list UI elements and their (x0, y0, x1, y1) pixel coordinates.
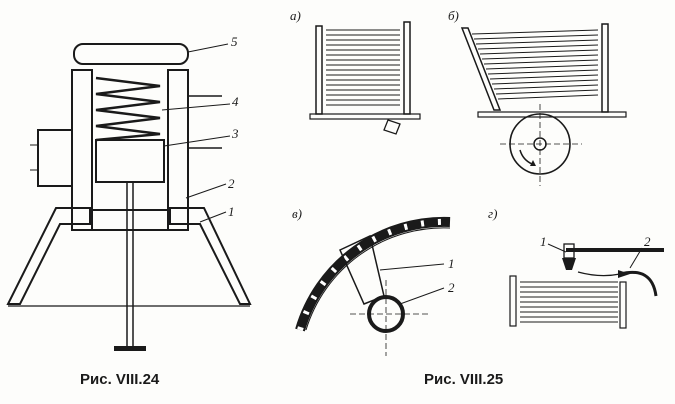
figure-25v-drawing (295, 216, 451, 356)
piston-part (95, 139, 165, 183)
fig24-caption: Рис. VIII.24 (80, 371, 160, 388)
rod-foot (114, 346, 146, 351)
body-right-wall (167, 69, 189, 231)
figure-25a-drawing (309, 21, 421, 135)
body-bottom (91, 209, 169, 231)
fig25-panel-g-label: г) (488, 206, 497, 221)
fig24-callout-2: 2 (228, 176, 235, 191)
fig25g-callout-2: 2 (644, 234, 651, 249)
figure-25g-drawing (509, 243, 664, 329)
spring-part (95, 76, 161, 142)
fig25v-callout-2: 2 (448, 280, 455, 295)
piston-rod (126, 181, 134, 349)
figure-24-drawing (6, 43, 252, 351)
fig24-callout-4: 4 (232, 94, 239, 109)
fig25-panel-a-label: а) (290, 8, 301, 23)
fig24-callout-5: 5 (231, 34, 238, 49)
cone-left (6, 207, 91, 305)
cone-right (169, 207, 252, 305)
fig24-callout-1: 1 (228, 204, 235, 219)
body-left-wall (71, 69, 93, 231)
side-nozzle (37, 129, 73, 187)
knob-part (73, 43, 189, 65)
fig25g-callout-1: 1 (540, 234, 547, 249)
fig25-panel-b-label: б) (448, 8, 459, 23)
fig25v-callout-1: 1 (448, 256, 455, 271)
fig25-caption: Рис. VIII.25 (424, 371, 503, 388)
fig24-callout-3: 3 (231, 126, 239, 141)
figure-25b-drawing (460, 23, 627, 186)
fig25-panel-v-label: в) (292, 206, 302, 221)
